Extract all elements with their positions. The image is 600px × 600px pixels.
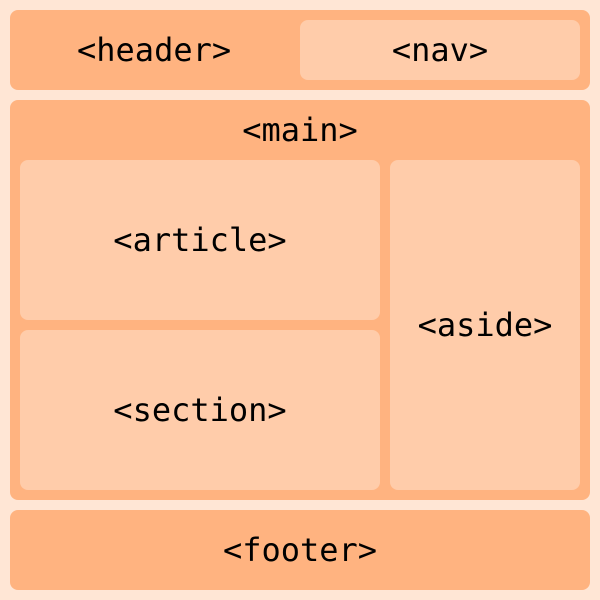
footer-label: <footer> [222, 531, 378, 569]
aside-label: <aside> [417, 306, 553, 344]
section-label: <section> [113, 391, 287, 429]
nav-block: <nav> [300, 20, 580, 80]
article-label: <article> [113, 221, 287, 259]
main-label: <main> [242, 111, 358, 149]
section-block: <section> [20, 330, 380, 490]
aside-block: <aside> [390, 160, 580, 490]
footer-block: <footer> [10, 510, 590, 590]
nav-label: <nav> [391, 31, 489, 69]
header-label: <header> [77, 31, 232, 69]
article-block: <article> [20, 160, 380, 320]
